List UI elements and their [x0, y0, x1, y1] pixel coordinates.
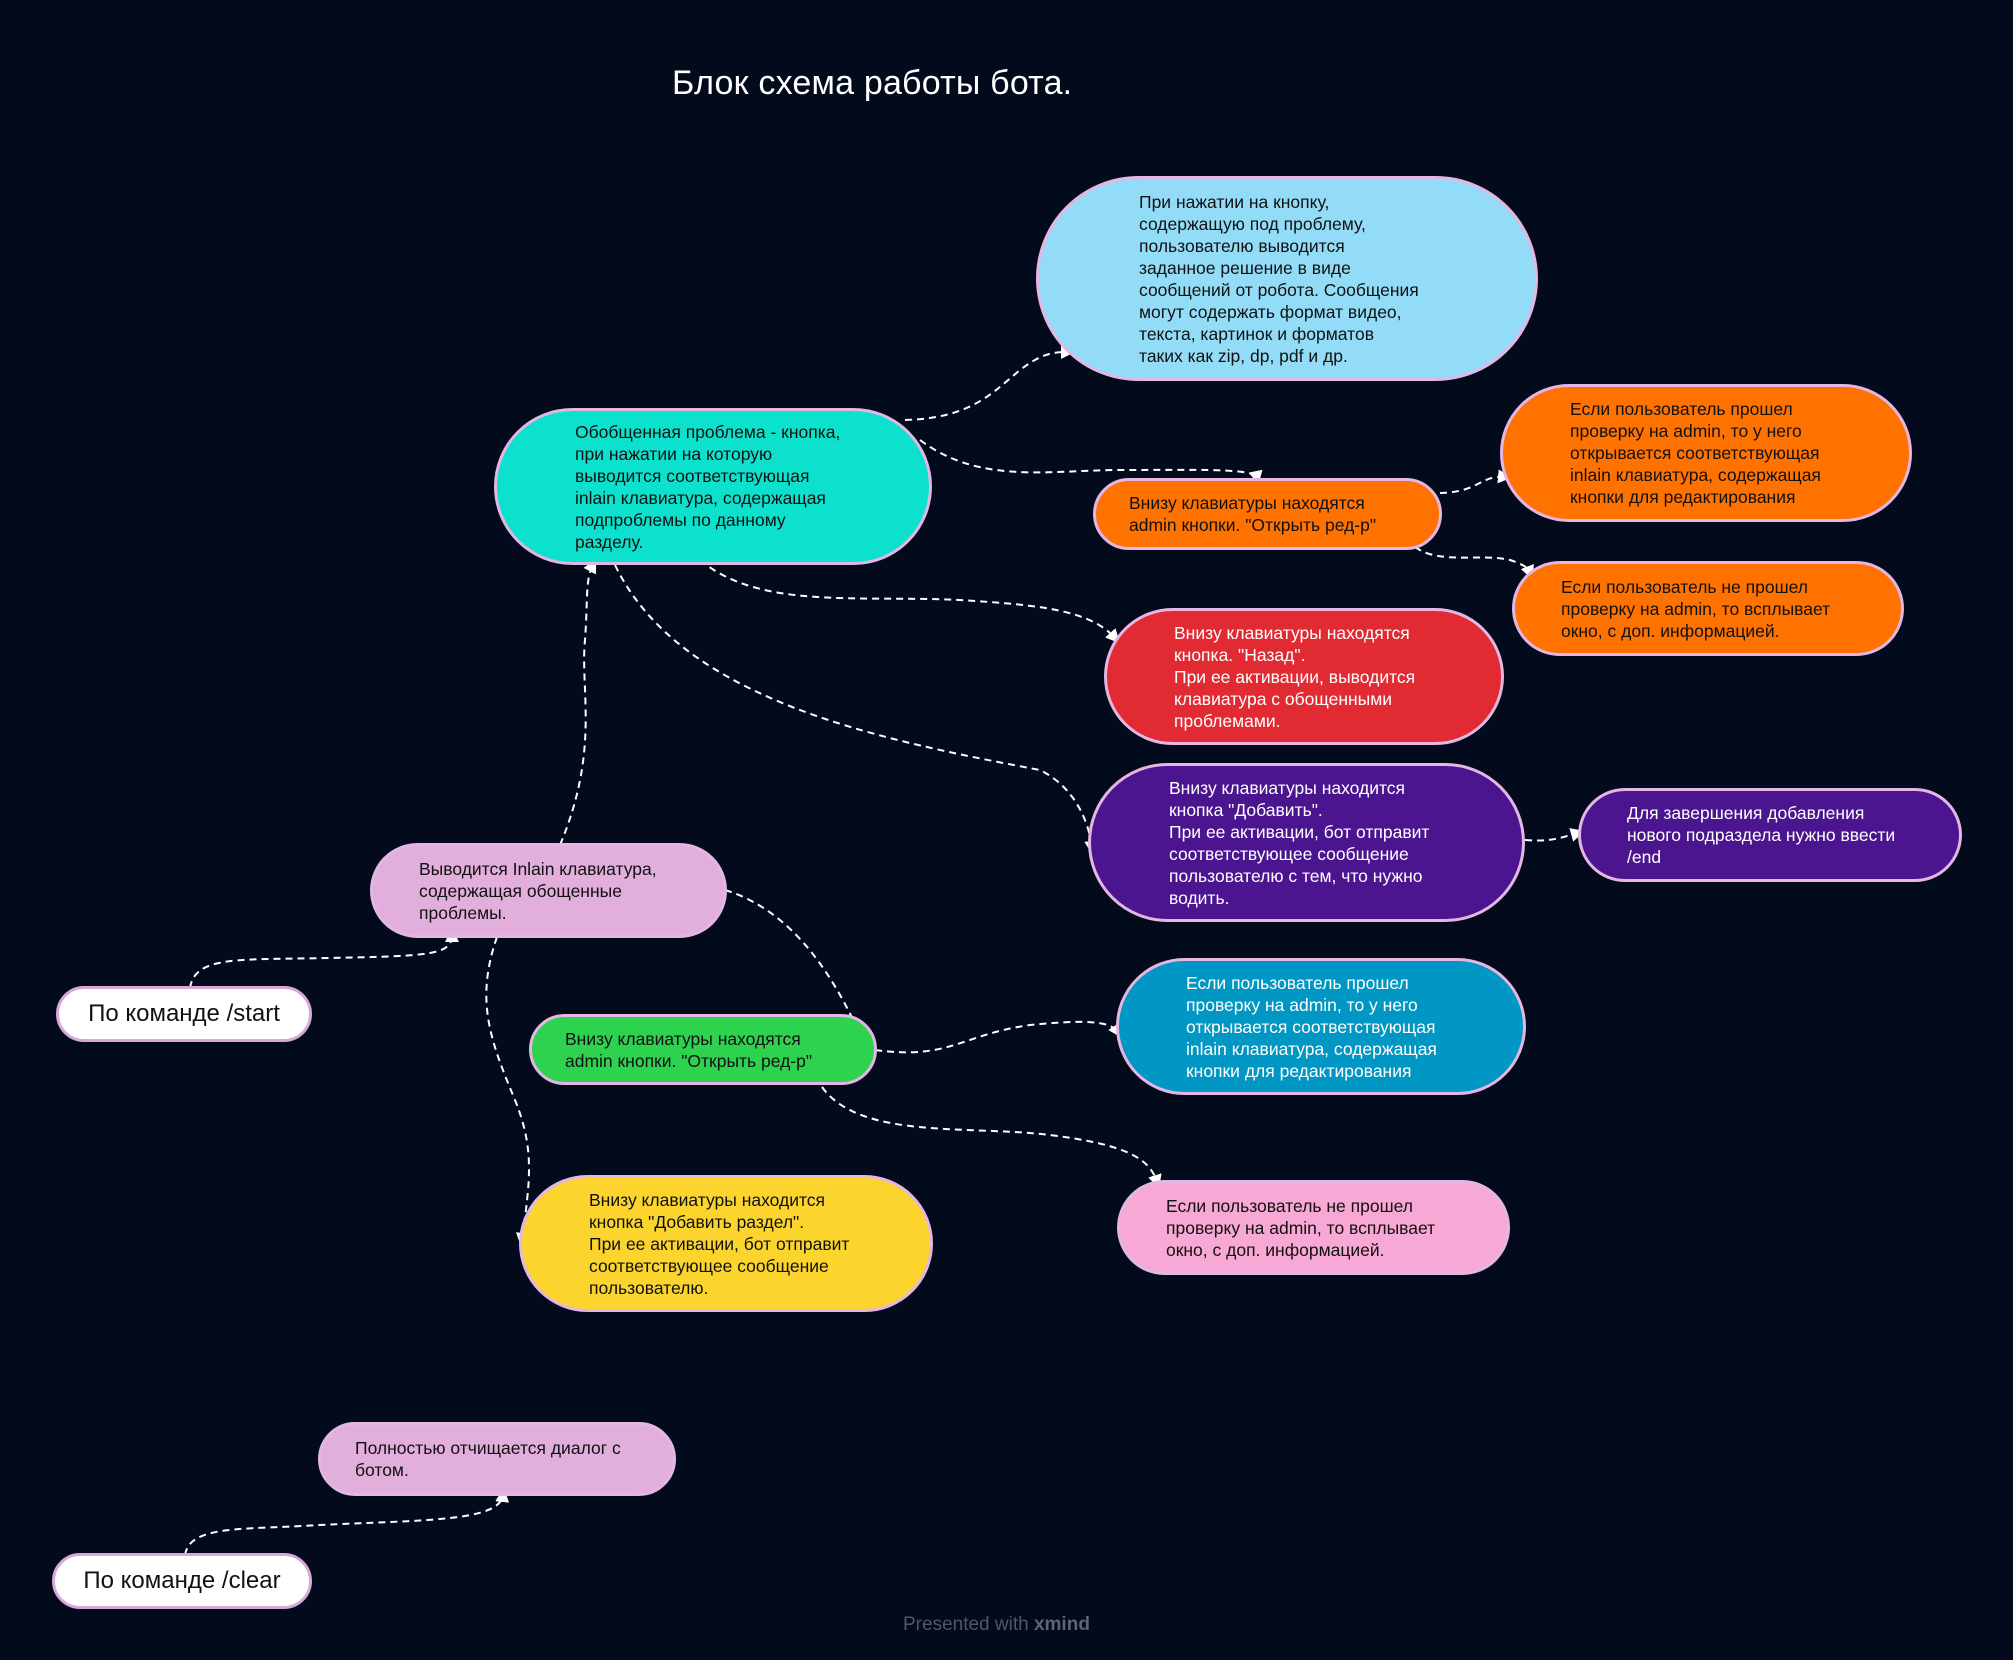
link-admin-mid-to-pass [874, 1020, 1122, 1054]
add-button-node[interactable]: Внизу клавиатуры находится кнопка "Добав… [1088, 763, 1525, 922]
clear-dialog-node[interactable]: Полностью отчищается диалог с ботом. [318, 1422, 676, 1496]
admin-open-mid-node[interactable]: Внизу клавиатуры находятся admin кнопки.… [529, 1014, 877, 1085]
link-inline-to-add-section [485, 936, 530, 1247]
admin-pass-top-node[interactable]: Если пользователь прошел проверку на adm… [1500, 384, 1912, 522]
link-admin-top-to-fail [1414, 546, 1534, 580]
general-problem-node[interactable]: Обобщенная проблема - кнопка, при нажати… [494, 408, 932, 565]
back-button-node[interactable]: Внизу клавиатуры находятся кнопка. "Наза… [1104, 608, 1504, 745]
back-button-text: Внизу клавиатуры находятся кнопка. "Наза… [1174, 622, 1416, 731]
link-general-to-add [614, 564, 1099, 855]
link-general-to-admin-top [919, 439, 1263, 485]
link-admin-top-to-pass [1439, 469, 1512, 494]
link-add-to-end [1524, 828, 1585, 842]
admin-fail-top-text: Если пользователь не прошел проверку на … [1561, 576, 1831, 641]
admin-fail-mid-text: Если пользователь не прошел проверку на … [1166, 1195, 1436, 1260]
admin-open-top-text: Внизу клавиатуры находятся admin кнопки.… [1129, 493, 1377, 535]
add-section-text: Внизу клавиатуры находится кнопка "Добав… [589, 1189, 850, 1298]
admin-fail-mid-node[interactable]: Если пользователь не прошел проверку на … [1117, 1180, 1510, 1275]
diagram-title: Блок схема работы бота. [672, 64, 1073, 102]
link-admin-mid-to-fail [821, 1086, 1162, 1189]
start-command-node[interactable]: По команде /start [56, 986, 312, 1042]
admin-open-mid-text: Внизу клавиатуры находятся admin кнопки.… [565, 1028, 813, 1071]
clear-dialog-text: Полностью отчищается диалог с ботом. [355, 1438, 621, 1480]
link-general-to-solution [904, 345, 1075, 421]
add-section-node[interactable]: Внизу клавиатуры находится кнопка "Добав… [519, 1175, 933, 1312]
general-problem-text: Обобщенная проблема - кнопка, при нажати… [575, 421, 841, 552]
footer-presented-text: Presented with [903, 1614, 1034, 1635]
admin-fail-top-node[interactable]: Если пользователь не прошел проверку на … [1512, 561, 1904, 656]
link-start-to-inline [189, 928, 459, 989]
admin-pass-mid-node[interactable]: Если пользователь прошел проверку на adm… [1116, 958, 1526, 1095]
end-note-text: Для завершения добавления нового подразд… [1627, 803, 1896, 867]
admin-pass-mid-text: Если пользователь прошел проверку на adm… [1186, 972, 1437, 1081]
link-inline-to-general [559, 558, 597, 846]
solution-node[interactable]: При нажатии на кнопку, содержащую под пр… [1036, 176, 1538, 381]
admin-open-top-node[interactable]: Внизу клавиатуры находятся admin кнопки.… [1093, 478, 1442, 550]
end-note-node[interactable]: Для завершения добавления нового подразд… [1578, 788, 1962, 882]
solution-text: При нажатии на кнопку, содержащую под пр… [1139, 191, 1419, 366]
inline-keyboard-node[interactable]: Выводится Inlain клавиатура, содержащая … [370, 843, 727, 938]
clear-command-label: По команде /clear [83, 1567, 281, 1594]
link-clear-to-dialog [184, 1488, 510, 1556]
clear-command-node[interactable]: По команде /clear [52, 1553, 312, 1609]
footer-credit: Presented with xmind [903, 1614, 1090, 1636]
inline-keyboard-text: Выводится Inlain клавиатура, содержащая … [419, 858, 657, 923]
link-general-to-back [699, 559, 1120, 644]
add-button-text: Внизу клавиатуры находится кнопка "Добав… [1169, 777, 1430, 908]
start-command-label: По команде /start [88, 1000, 280, 1027]
link-inline-to-admin-mid [724, 889, 862, 1037]
admin-pass-top-text: Если пользователь прошел проверку на adm… [1570, 399, 1821, 507]
xmind-logo: xmind [1033, 1614, 1090, 1635]
